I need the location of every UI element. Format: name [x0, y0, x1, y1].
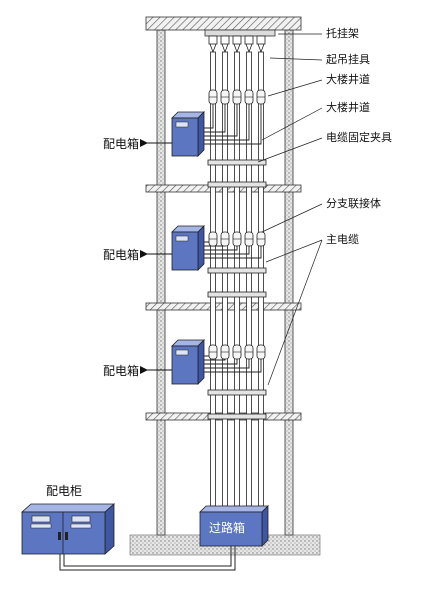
- feeder-cable: [59, 546, 236, 571]
- branch-cable-line: [204, 104, 238, 137]
- ceiling-slab: [145, 16, 302, 31]
- branch-cable-line: [204, 246, 250, 255]
- label-junction-box: 过路箱: [209, 521, 246, 535]
- label-shaft-1: 大楼井道: [326, 73, 370, 86]
- hanger-icon: [220, 35, 230, 45]
- feeder-cable-inner: [63, 546, 232, 567]
- branch-cable-line: [204, 359, 250, 369]
- cable-clamp-icon: [207, 181, 267, 188]
- label-distribution-cabinet: 配电柜: [46, 484, 83, 498]
- branch-cable-line: [204, 359, 238, 365]
- label-leaders: [257, 33, 323, 386]
- branch-cable-line: [204, 104, 214, 129]
- branch-cable-line: [204, 104, 262, 145]
- hanger-hook: [221, 43, 229, 54]
- hanger-hook: [233, 43, 241, 54]
- shaft-column-left: [156, 29, 166, 536]
- hanger-icon: [208, 35, 218, 45]
- cable-fittings: [207, 89, 267, 420]
- label-distribution-box-2: 配电箱: [103, 248, 140, 262]
- label-distribution-box-3: 配电箱: [103, 364, 140, 378]
- hanger-hook: [257, 43, 265, 54]
- distribution-cabinet-icon: [20, 503, 116, 555]
- shaft-column-right: [284, 29, 294, 536]
- junction-box-icon: [199, 505, 269, 547]
- hanger-hook: [209, 43, 217, 54]
- hanger-icon: [232, 35, 242, 45]
- distribution-box-side: [197, 339, 205, 385]
- branch-cable-line: [204, 104, 250, 141]
- branch-cable-line: [204, 246, 238, 251]
- label-distribution-box-1: 配电箱: [103, 137, 140, 151]
- label-cable-clamp: 电缆固定夹具: [326, 131, 392, 144]
- distribution-box-side: [197, 111, 205, 157]
- cable-clamp-icon: [207, 413, 267, 420]
- cable-clamp-icon: [207, 159, 267, 166]
- label-main-cable: 主电缆: [326, 233, 359, 246]
- hanger-icon: [244, 35, 254, 45]
- label-tray-bracket: 托挂架: [326, 27, 359, 40]
- cable-clamp-icon: [207, 389, 267, 396]
- label-shaft-2: 大楼井道: [326, 101, 370, 114]
- main-cables: [204, 51, 264, 507]
- tray-bracket-icon: [204, 29, 276, 37]
- branch-cable-line: [204, 359, 262, 373]
- distribution-box-side: [197, 225, 205, 271]
- branch-cable-line: [204, 104, 226, 133]
- hanger-hook: [245, 43, 253, 54]
- label-hoist-hanger: 起吊挂具: [326, 53, 370, 66]
- distribution-box-meter: [175, 349, 189, 356]
- branch-cable-line: [204, 246, 262, 259]
- cable-clamp-icon: [207, 267, 267, 274]
- distribution-box-meter: [175, 121, 189, 128]
- label-branch-joint: 分支联接体: [326, 197, 381, 210]
- hoist-hangers: [208, 35, 266, 54]
- distribution-box-meter: [175, 235, 189, 242]
- cable-clamp-icon: [207, 291, 267, 298]
- hanger-icon: [256, 35, 266, 45]
- distribution-boxes: [171, 111, 205, 385]
